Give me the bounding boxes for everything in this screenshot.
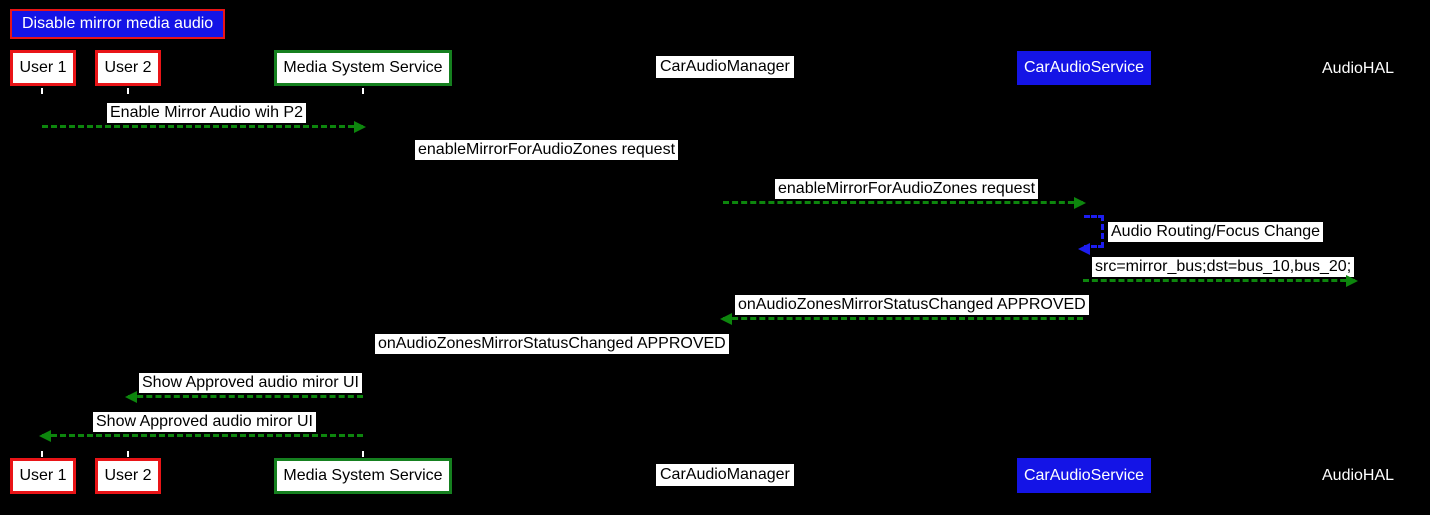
message-arrow-left (125, 391, 363, 403)
message-label: onAudioZonesMirrorStatusChanged APPROVED (375, 334, 729, 354)
actor-media-system-service-top: Media System Service (274, 50, 452, 86)
actor-user2-top: User 2 (95, 50, 161, 86)
actor-audio-hal-bottom: AudioHAL (1322, 467, 1395, 484)
message-label: src=mirror_bus;dst=bus_10,bus_20; (1092, 257, 1355, 277)
message-arrow-right (723, 197, 1086, 209)
message-arrow-right (1083, 275, 1358, 287)
message-label: Audio Routing/Focus Change (1108, 222, 1324, 242)
message-label: onAudioZonesMirrorStatusChanged APPROVED (735, 295, 1089, 315)
arrowhead-left-icon (720, 313, 732, 325)
diagram-title: Disable mirror media audio (10, 9, 226, 39)
actor-car-audio-service-top: CarAudioService (1017, 51, 1151, 85)
lifeline-stub (41, 88, 43, 94)
actor-user1-bottom: User 1 (10, 458, 76, 494)
actor-audio-hal-top: AudioHAL (1322, 60, 1395, 77)
lifeline-stub (127, 88, 129, 94)
message-arrow-right (42, 121, 366, 133)
arrowhead-left-icon (125, 391, 137, 403)
actor-car-audio-manager-top: CarAudioManager (656, 56, 794, 78)
lifeline-stub (362, 451, 364, 457)
message-label: Show Approved audio miror UI (139, 373, 362, 393)
arrowhead-left-icon (39, 430, 51, 442)
actor-car-audio-manager-bottom: CarAudioManager (656, 464, 794, 486)
lifeline-stub (41, 451, 43, 457)
arrowhead-left-icon (1078, 243, 1090, 255)
actor-media-system-service-bottom: Media System Service (274, 458, 452, 494)
actor-user2-bottom: User 2 (95, 458, 161, 494)
arrowhead-right-icon (1074, 197, 1086, 209)
message-arrow-left (720, 313, 1083, 325)
actor-car-audio-service-bottom: CarAudioService (1017, 458, 1151, 493)
message-label: enableMirrorForAudioZones request (415, 140, 679, 160)
message-label: enableMirrorForAudioZones request (775, 179, 1039, 199)
lifeline-stub (127, 451, 129, 457)
self-message-line (1084, 215, 1104, 248)
actor-user1-top: User 1 (10, 50, 76, 86)
lifeline-stub (362, 88, 364, 94)
arrowhead-right-icon (1346, 275, 1358, 287)
arrowhead-right-icon (354, 121, 366, 133)
message-arrow-left (39, 430, 363, 442)
self-message-arrow (1078, 215, 1104, 255)
message-label: Enable Mirror Audio wih P2 (107, 103, 306, 123)
message-label: Show Approved audio miror UI (93, 412, 316, 432)
